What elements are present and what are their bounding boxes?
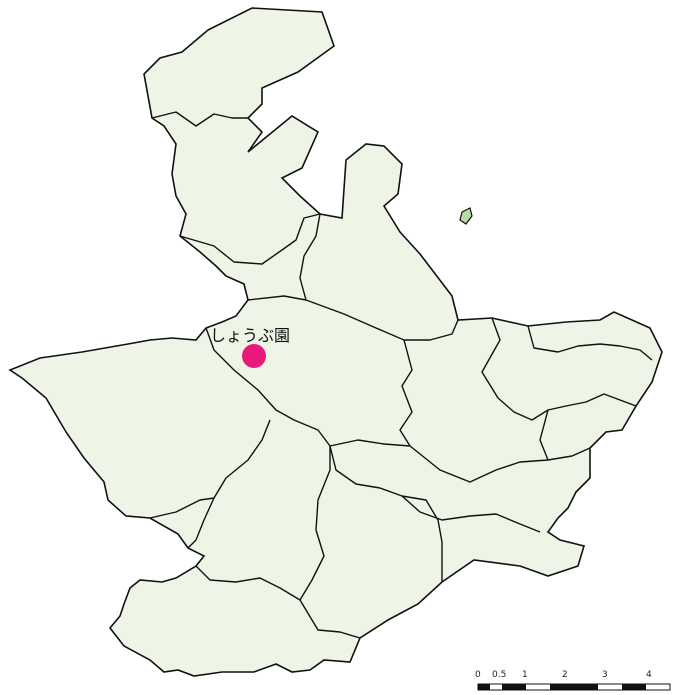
scale-bar bbox=[477, 683, 671, 691]
district-boundaries bbox=[149, 111, 653, 639]
small-island bbox=[459, 207, 473, 225]
scale-tick-1: 1 bbox=[522, 670, 528, 680]
city-outer-boundary bbox=[9, 7, 663, 677]
shobuen-location-marker[interactable] bbox=[242, 344, 266, 368]
scale-tick-3: 3 bbox=[602, 670, 608, 680]
scale-tick-4: 4 bbox=[646, 670, 652, 680]
scale-tick-0: 0 bbox=[475, 670, 481, 680]
shobuen-label: しょうぶ園 bbox=[210, 326, 291, 345]
scale-bar-segments bbox=[478, 684, 646, 690]
scale-tick-2: 2 bbox=[562, 670, 568, 680]
scale-tick-0-5: 0.5 bbox=[492, 670, 507, 680]
